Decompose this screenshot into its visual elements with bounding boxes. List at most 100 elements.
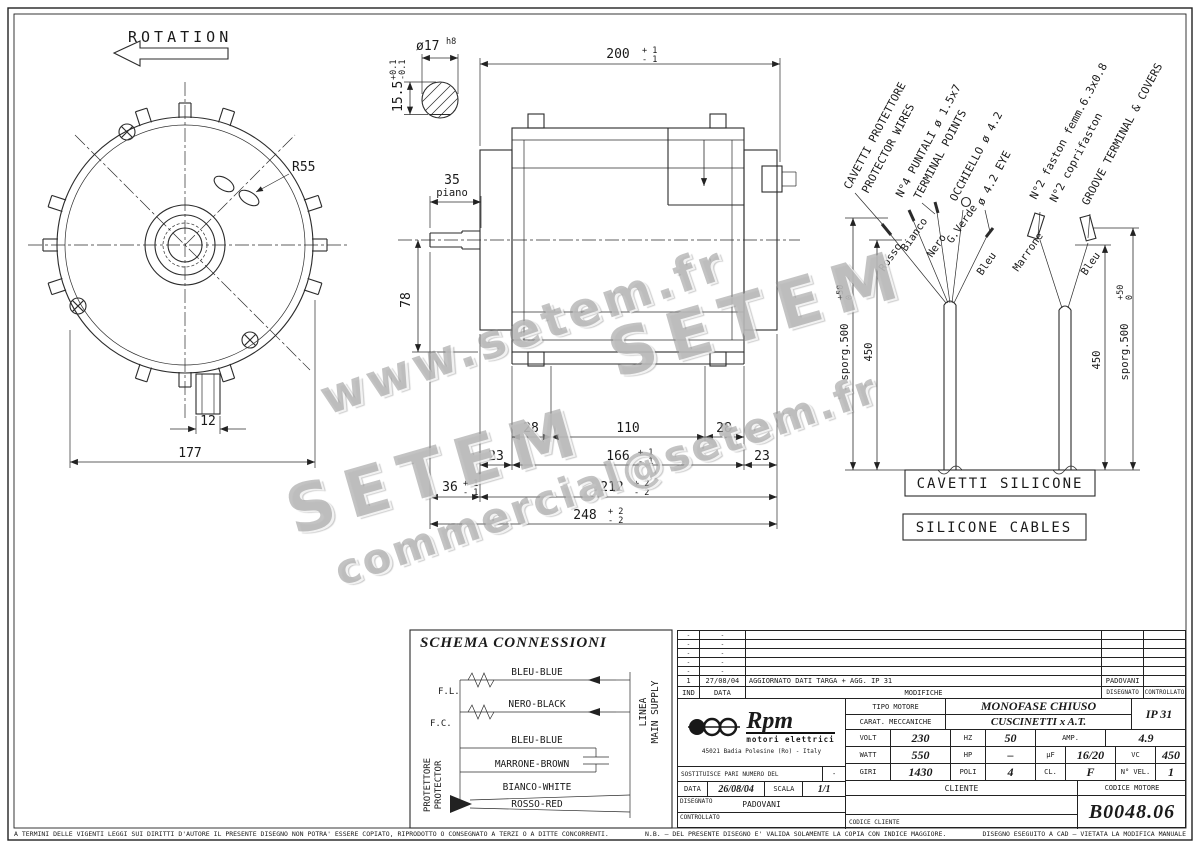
rev-dis (1102, 658, 1145, 666)
controllato-label: CONTROLLATO (680, 814, 720, 821)
nvel-value: 1 (1168, 764, 1174, 779)
giri-row: GIRI 1430 POLI 4 CL. F N° VEL. 1 (846, 764, 1186, 781)
dim-sporg500-b-tol-plus: +50 (1116, 285, 1126, 300)
disegnato-label: DISEGNATO (680, 798, 713, 805)
rpm-logo-icon (688, 717, 741, 737)
rev-mod (746, 658, 1103, 666)
rev-con (1144, 631, 1185, 639)
volt-label: VOLT (846, 730, 891, 746)
revision-row: - - (678, 640, 1185, 649)
dim-110: 110 (616, 421, 639, 436)
dim-12: 12 (200, 414, 216, 429)
rev-date: - (700, 658, 746, 666)
rotation-label: ROTATION (128, 28, 232, 46)
dim-450-a: 450 (863, 343, 875, 362)
rev-dis: PADOVANI (1102, 676, 1145, 686)
schema-linea: LINEA (638, 697, 649, 726)
dim-dia17: ø17 (416, 39, 439, 54)
tipo-motore-label: TIPO MOTORE (846, 699, 946, 714)
rev-mod (746, 649, 1103, 657)
dim-sporg500-b: sporg.500 (1119, 324, 1131, 381)
amp-value: 4.9 (1138, 730, 1154, 745)
poli-label: POLI (951, 764, 986, 780)
rev-dis (1102, 631, 1145, 639)
sostituisce-value: - (831, 770, 837, 778)
header-disegnato: DISEGNATO (1102, 687, 1145, 698)
rev-ind: - (678, 640, 700, 648)
rev-dis (1102, 640, 1145, 648)
dim-15-5-tol-plus: +0.1 (389, 60, 399, 80)
dim-15-5-tol-minus: -0.1 (398, 60, 408, 80)
hz-value: 50 (986, 730, 1036, 746)
disclaimer-left: A TERMINI DELLE VIGENTI LEGGI SUI DIRITT… (14, 830, 609, 838)
disegnato-value: PADOVANI (742, 800, 781, 809)
tipo-motore-row: TIPO MOTORE MONOFASE CHIUSO (846, 699, 1131, 715)
rev-date: - (700, 667, 746, 675)
dim-166: 166 (606, 449, 629, 464)
carat-value: CUSCINETTI x A.T. (990, 716, 1087, 728)
rev-ind: - (678, 631, 700, 639)
revision-row: - - (678, 667, 1185, 676)
header-data: DATA (700, 687, 746, 698)
company-subtitle: motori elettrici (746, 735, 835, 744)
hp-label: HP (951, 747, 986, 763)
rev-ind: - (678, 658, 700, 666)
codice-motore-value: B0048.06 (1088, 801, 1176, 823)
volt-value: 230 (891, 730, 951, 746)
dim-166-tol-plus: + 1 (638, 448, 653, 458)
shaft-section-detail: ø17 h8 15.5 +0.1 -0.1 (389, 37, 459, 119)
company-cell: Rpm motori elettrici 45021 Badia Polesin… (678, 699, 845, 767)
dim-166-tol-minus: - 1 (638, 457, 653, 467)
schema-fc: F.C. (430, 719, 452, 729)
nvel-label: N° VEL. (1116, 764, 1156, 780)
eye-terminal-icon (960, 196, 972, 208)
scala-value: 1/1 (817, 783, 831, 795)
uf-value: 16/20 (1066, 747, 1116, 763)
terminal-lugs (213, 175, 260, 207)
rev-ind: 1 (678, 676, 700, 686)
giri-label: GIRI (846, 764, 891, 780)
giri-value: 1430 (891, 764, 951, 780)
side-view: 200 + 1 - 1 35 piano 78 28 110 28 23 166… (398, 46, 800, 529)
header-controllato: CONTROLLATO (1144, 689, 1185, 696)
revision-row-1: 1 27/08/04 AGGIORNATO DATI TARGA + AGG. … (678, 676, 1185, 687)
codice-cliente-label: CODICE CLIENTE (846, 814, 1077, 829)
rev-con (1144, 658, 1185, 666)
dim-23a: 23 (488, 449, 504, 464)
note-cavetti-silicone: CAVETTI SILICONE (917, 476, 1084, 492)
rev-ind: - (678, 667, 700, 675)
watt-label: WATT (846, 747, 891, 763)
sostituisce-label: SOSTITUISCE PARI NUMERO DEL (678, 767, 824, 781)
disclaimer-right: DISEGNO ESEGUITO A CAD – VIETATA LA MODI… (982, 830, 1187, 838)
cooling-fins (42, 102, 328, 388)
schema-bianco-white: BIANCO-WHITE (503, 782, 572, 793)
tipo-motore-value: MONOFASE CHIUSO (980, 699, 1097, 713)
dim-15-5: 15.5 (391, 81, 406, 112)
amp-label: AMP. (1036, 730, 1106, 746)
dim-248-tol-plus: + 2 (608, 507, 623, 517)
dim-200-tol-plus: + 1 (642, 46, 657, 56)
header-ind: IND (678, 687, 700, 698)
rev-dis (1102, 667, 1145, 675)
rotation-arrow-icon (112, 40, 229, 67)
dim-28b: 28 (716, 421, 732, 436)
dim-200-tol-minus: - 1 (642, 55, 657, 65)
faston-connector-icon (1079, 214, 1097, 242)
label-piano: piano (436, 187, 468, 199)
dim-sporg500-a-tol-zero: 0 (845, 295, 855, 300)
carat-label: CARAT. MECCANICHE (846, 715, 946, 729)
title-block-left: Rpm motori elettrici 45021 Badia Polesin… (678, 699, 846, 829)
schema-main-supply: MAIN SUPPLY (650, 680, 661, 743)
dim-248-tol-minus: - 2 (608, 516, 623, 526)
schema-rosso-red: ROSSO-RED (511, 799, 563, 810)
schema-bleu-blue-1: BLEU-BLUE (511, 667, 563, 678)
dim-36-tol-plus: + 1 (463, 479, 478, 489)
schema-protettore: PROTETTORE (423, 758, 433, 812)
title-block: - - - - - - - - - - 1 27/08/04 AGGIORNAT… (677, 630, 1186, 829)
dim-248: 248 (573, 508, 596, 523)
dim-212-tol-plus: + 2 (634, 479, 649, 489)
schema-title: SCHEMA CONNESSIONI (420, 635, 607, 651)
rev-date: 27/08/04 (700, 676, 746, 686)
